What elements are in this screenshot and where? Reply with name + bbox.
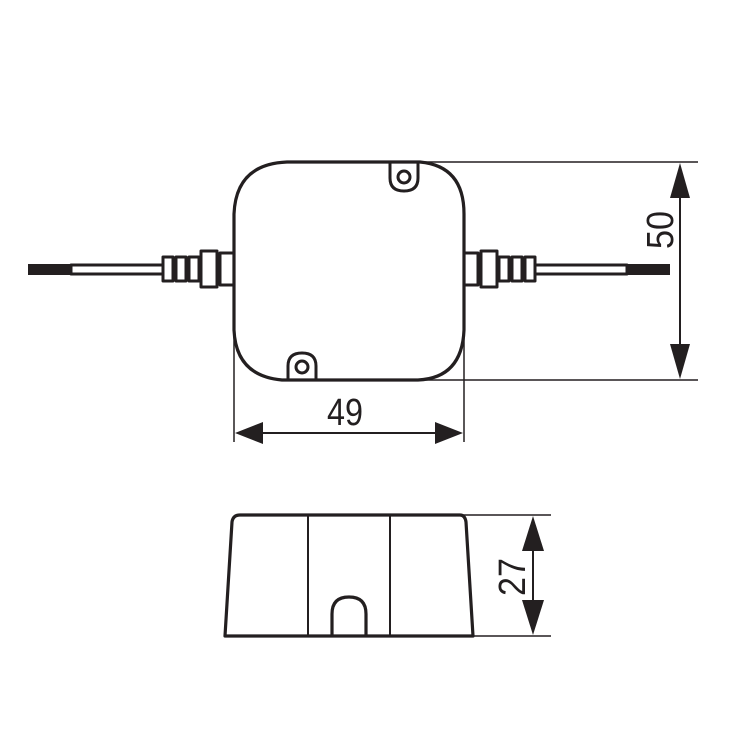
side-view [223,513,475,638]
right-cable [533,263,670,276]
cable-slot [330,595,368,636]
side-housing-outline [223,513,475,638]
mounting-hole-bottom [286,351,318,380]
dimension-label-width: 49 [327,392,363,434]
dimension-height-side-view [460,514,551,637]
dimension-label-height: 50 [640,211,682,249]
mounting-hole-top [388,162,420,193]
dimension-label-side-height: 27 [492,558,534,596]
left-cable [28,263,165,276]
housing-outline [232,160,466,382]
top-view [28,160,670,382]
left-cable-gland [161,249,236,289]
right-cable-gland [462,249,537,289]
dimension-width-top-view [233,330,465,444]
